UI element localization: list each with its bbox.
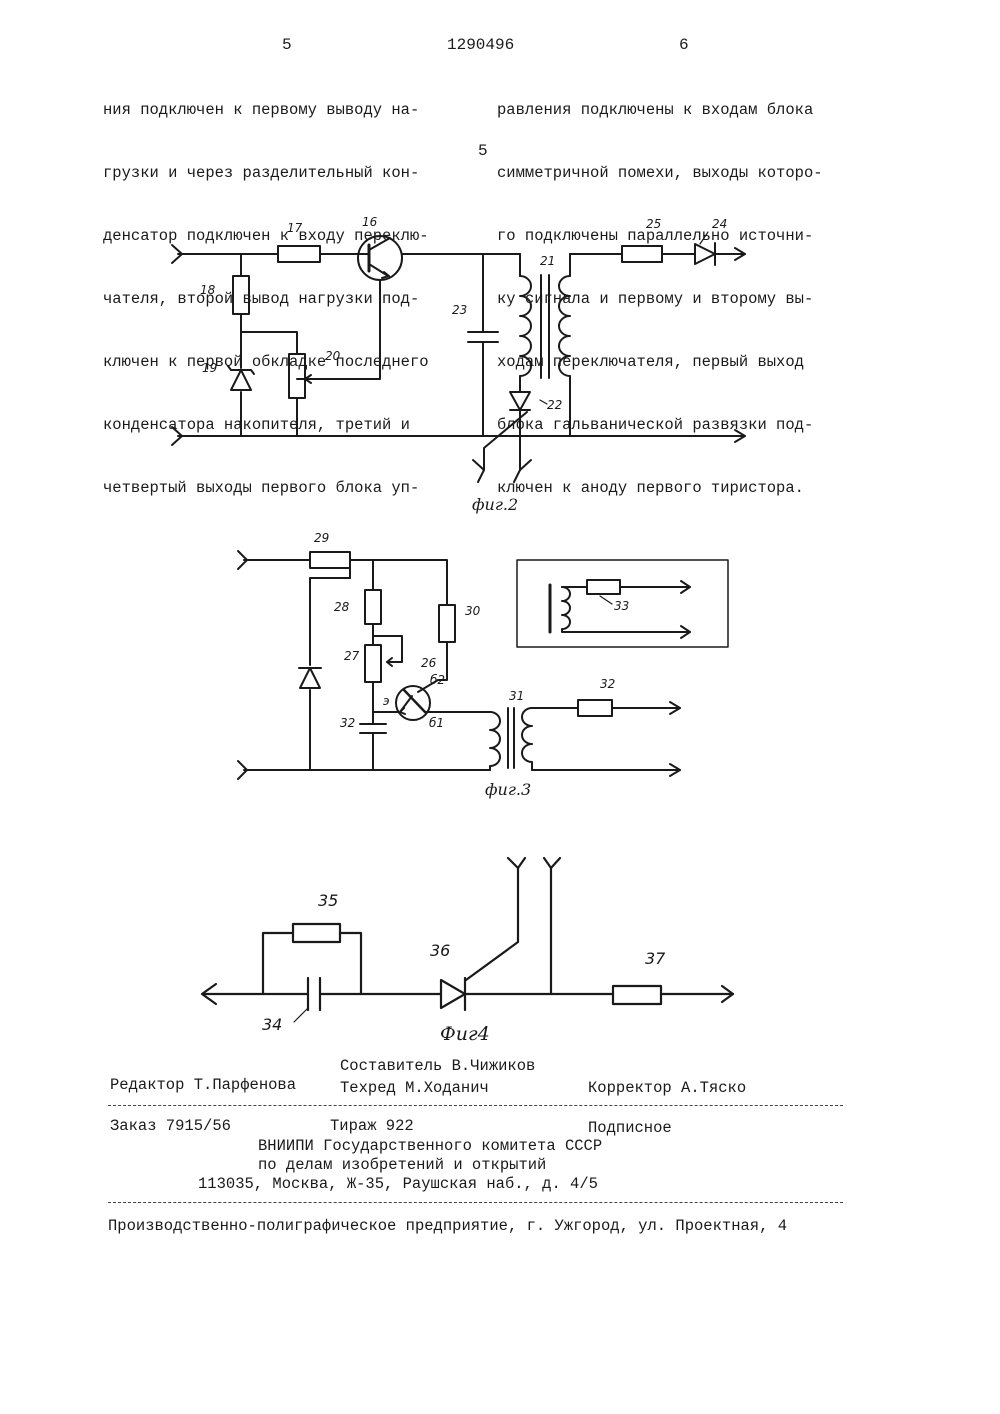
potentiometer-wiper <box>305 375 312 383</box>
organization-line-1: ВНИИПИ Государственного комитета СССР <box>258 1136 602 1156</box>
resistor-18 <box>233 276 249 314</box>
label-37: 37 <box>645 949 666 968</box>
potentiometer-27 <box>365 645 381 682</box>
label-19: 19 <box>202 361 217 375</box>
label-26: 26 <box>421 656 437 670</box>
label-30: 30 <box>465 604 481 618</box>
subscription-line: Подписное <box>588 1118 672 1138</box>
diode-d <box>299 668 321 688</box>
label-16: 16 <box>362 215 378 229</box>
organization-address: 113035, Москва, Ж-35, Раушская наб., д. … <box>198 1174 598 1194</box>
resistor-29 <box>310 552 350 568</box>
figure-4: 35 34 36 37 Фиг4 <box>202 858 733 1045</box>
resistor-30 <box>439 605 455 642</box>
output-arrow <box>670 702 680 776</box>
figure-3: 29 28 30 27 26 б2 э б1 32 31 32 33 фиг.3 <box>238 531 728 799</box>
label-20: 20 <box>325 349 341 363</box>
label-21: 21 <box>540 254 555 268</box>
techred-line: Техред М.Ходанич <box>340 1078 489 1098</box>
label-27: 27 <box>344 649 360 663</box>
order-line: Заказ 7915/56 <box>110 1116 231 1136</box>
potentiometer-20 <box>289 354 305 398</box>
transistor-16 <box>297 236 402 379</box>
compiler-line: Составитель В.Чижиков <box>340 1056 535 1076</box>
capacitor-23 <box>468 332 498 342</box>
label-25: 25 <box>646 217 661 231</box>
resistor-25 <box>622 246 662 262</box>
circulation-line: Тираж 922 <box>330 1116 414 1136</box>
label-r32: 32 <box>600 677 615 691</box>
capacitor-32 <box>360 724 386 733</box>
wire <box>544 858 560 994</box>
resistor-17 <box>278 246 320 262</box>
organization-line-2: по делам изобретений и открытий <box>258 1155 546 1175</box>
figure-3-caption: фиг.3 <box>485 780 531 799</box>
label-18: 18 <box>200 283 216 297</box>
divider <box>108 1105 843 1106</box>
resistor-33 <box>587 580 620 594</box>
label-24: 24 <box>712 217 727 231</box>
label-17: 17 <box>287 221 303 235</box>
primary-winding <box>490 712 500 770</box>
label-33: 33 <box>614 599 629 613</box>
circuit-diagrams: 17 16 18 19 20 21 22 23 24 25 фиг.2 <box>0 0 1000 1060</box>
figure-2: 17 16 18 19 20 21 22 23 24 25 фиг.2 <box>172 215 745 514</box>
label-e: э <box>383 694 390 708</box>
label-29: 29 <box>314 531 329 545</box>
label-35: 35 <box>318 891 338 910</box>
label-28: 28 <box>334 600 350 614</box>
secondary-winding <box>522 708 532 770</box>
label-c32: 32 <box>340 716 355 730</box>
label-34: 34 <box>262 1015 282 1034</box>
resistor-37 <box>613 986 661 1004</box>
label-23: 23 <box>452 303 467 317</box>
transformer-core <box>541 275 549 378</box>
label-36: 36 <box>430 941 450 960</box>
printer-line: Производственно-полиграфическое предприя… <box>108 1216 787 1236</box>
figure-2-caption: фиг.2 <box>472 495 518 514</box>
wire <box>373 636 402 662</box>
thyristor-36 <box>441 858 525 1010</box>
resistor-32 <box>578 700 612 716</box>
figure-4-caption: Фиг4 <box>440 1023 490 1045</box>
resistor-35 <box>293 924 340 942</box>
label-22: 22 <box>547 398 562 412</box>
transformer-core <box>508 708 514 768</box>
divider <box>108 1202 843 1203</box>
label-31: 31 <box>509 689 524 703</box>
label-b2: б2 <box>430 673 445 687</box>
editor-line: Редактор Т.Парфенова <box>110 1075 296 1095</box>
wire <box>244 560 447 605</box>
label-b1: б1 <box>429 716 444 730</box>
secondary-winding <box>559 276 570 376</box>
capacitor-34 <box>308 978 320 1010</box>
primary-winding <box>520 276 531 376</box>
diode-24 <box>695 243 715 265</box>
resistor-28 <box>365 590 381 624</box>
zener-diode-19 <box>228 366 254 390</box>
corrector-line: Корректор А.Тяско <box>588 1078 746 1098</box>
